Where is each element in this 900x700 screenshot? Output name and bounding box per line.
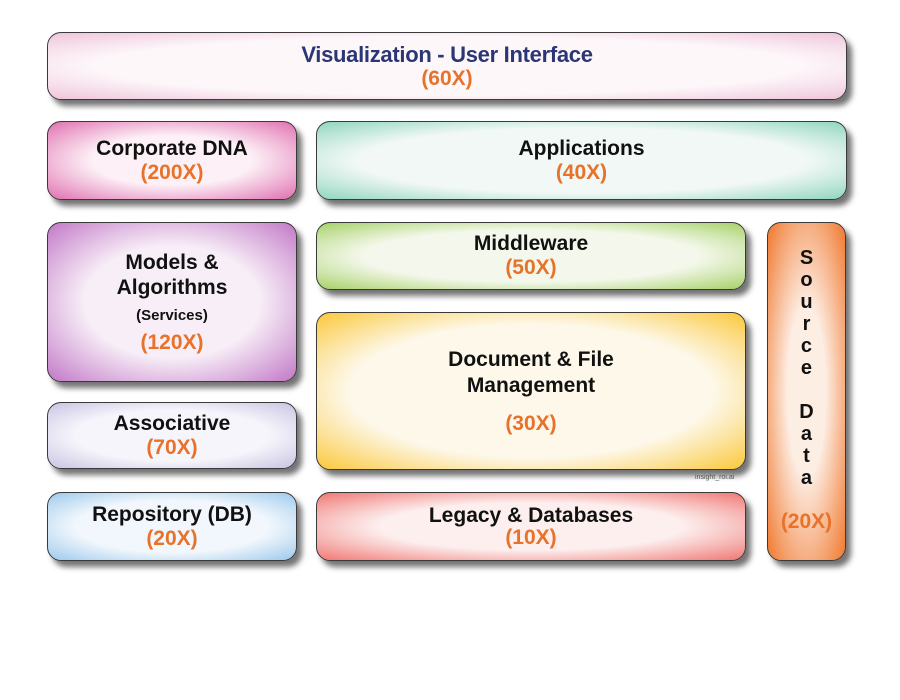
document-title-line1: Document & File	[448, 347, 614, 371]
legacy-title: Legacy & Databases	[428, 503, 634, 527]
data-letter: D	[799, 401, 814, 423]
repository-layer: Repository (DB) (20X)	[47, 492, 297, 561]
visualization-ui-layer: Visualization - User Interface (60X)	[47, 32, 847, 100]
repository-title: Repository (DB)	[92, 502, 252, 526]
document-multiplier: (30X)	[505, 411, 557, 435]
models-title-line1: Models &	[125, 250, 219, 274]
data-letter: a	[800, 467, 813, 489]
repository-multiplier: (20X)	[146, 526, 198, 550]
source-letter: o	[800, 269, 813, 291]
models-multiplier: (120X)	[140, 330, 204, 354]
source-letter: e	[800, 357, 813, 379]
middleware-layer: Middleware (50X)	[316, 222, 746, 290]
corporate-dna-multiplier: (200X)	[140, 160, 204, 184]
source-letter: c	[800, 335, 813, 357]
source-letter: r	[802, 313, 811, 335]
visualization-multiplier: (60X)	[421, 67, 473, 90]
source-data-multiplier: (20X)	[780, 510, 833, 533]
credit-label: insight_roi.ai	[695, 474, 735, 481]
source-data-layer: S o u r c e D a t a (20X)	[767, 222, 846, 561]
legacy-databases-layer: Legacy & Databases (10X)	[316, 492, 746, 561]
middleware-multiplier: (50X)	[505, 256, 557, 279]
models-title-line2: Algorithms	[116, 275, 228, 299]
source-letter: u	[800, 291, 813, 313]
source-data-vertical-label: S o u r c e D a t a	[799, 247, 813, 489]
applications-layer: Applications (40X)	[316, 121, 847, 200]
corporate-dna-layer: Corporate DNA (200X)	[47, 121, 297, 200]
visualization-title: Visualization - User Interface	[301, 42, 593, 67]
associative-layer: Associative (70X)	[47, 402, 297, 469]
models-subtitle: (Services)	[136, 306, 208, 324]
associative-title: Associative	[113, 411, 231, 435]
applications-title: Applications	[518, 136, 645, 160]
associative-multiplier: (70X)	[146, 435, 198, 459]
source-letter: S	[799, 247, 814, 269]
applications-multiplier: (40X)	[555, 160, 608, 184]
legacy-multiplier: (10X)	[505, 525, 557, 549]
middleware-title: Middleware	[473, 232, 589, 255]
document-title-line2: Management	[466, 373, 596, 397]
data-letter: t	[803, 445, 810, 467]
document-file-management-layer: Document & File Management (30X)	[316, 312, 746, 470]
data-letter: a	[800, 423, 813, 445]
corporate-dna-title: Corporate DNA	[96, 136, 248, 160]
models-algorithms-layer: Models & Algorithms (Services) (120X)	[47, 222, 297, 382]
